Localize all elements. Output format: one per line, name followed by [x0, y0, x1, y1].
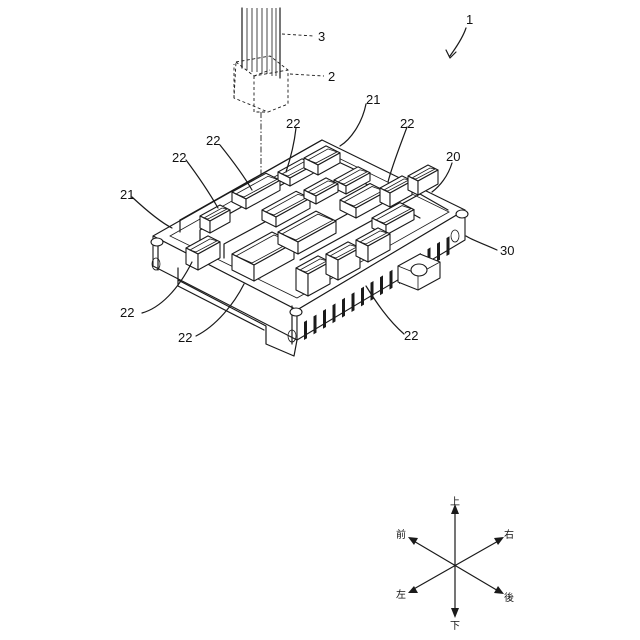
compass-back: 後	[504, 591, 514, 604]
label-socket-c: 22	[206, 133, 220, 148]
label-socket-f: 22	[178, 330, 192, 345]
heatsink-fin	[447, 236, 450, 256]
heatsink-fin	[314, 315, 317, 335]
heatsink-fin	[361, 287, 364, 307]
label-socket-e: 22	[120, 305, 134, 320]
heatsink-fin	[390, 270, 393, 290]
heatsink-fin	[304, 320, 307, 340]
heatsink-fin	[323, 309, 326, 329]
compass-left: 左	[396, 588, 406, 601]
compass-front: 前	[396, 528, 406, 541]
orientation-compass: 上 下 前 後 左 右	[396, 496, 514, 632]
heatsink-fin	[342, 298, 345, 318]
heatsink-fin	[352, 292, 355, 312]
label-harness: 3	[318, 29, 325, 44]
compass-down: 下	[450, 621, 460, 632]
compass-up: 上	[450, 496, 460, 508]
label-rib-top: 21	[366, 92, 380, 107]
label-socket-b: 22	[400, 116, 414, 131]
label-heatsink: 30	[500, 243, 514, 258]
heatsink-fin	[380, 275, 383, 295]
label-connector: 2	[328, 69, 335, 84]
heatsink-fin	[437, 242, 440, 262]
heatsink-fin	[333, 303, 336, 323]
wire-harness	[242, 8, 280, 78]
label-housing-main: 20	[446, 149, 460, 164]
label-rib-left: 21	[120, 187, 134, 202]
compass-right: 右	[504, 528, 514, 541]
label-socket-a: 22	[286, 116, 300, 131]
label-socket-g: 22	[404, 328, 418, 343]
label-socket-d: 22	[172, 150, 186, 165]
label-assembly: 1	[466, 12, 473, 27]
